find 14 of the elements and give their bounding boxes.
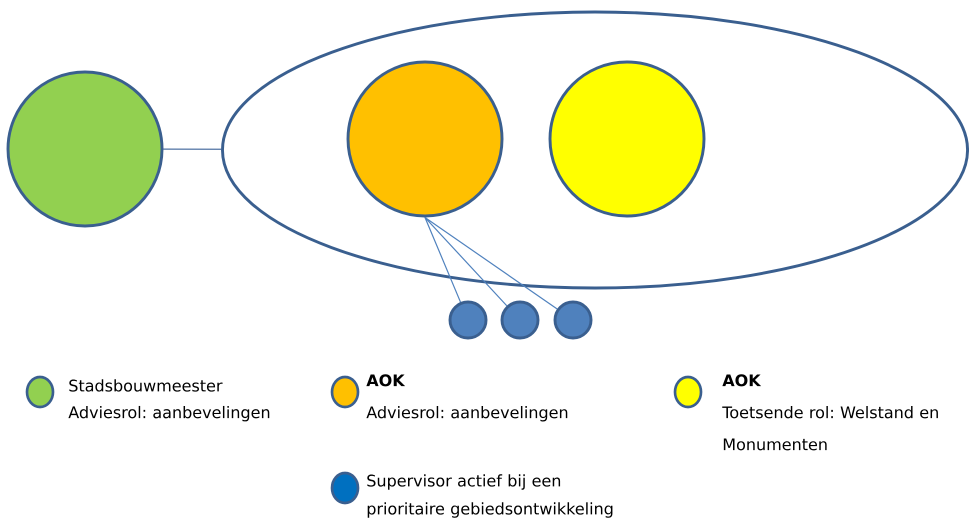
circle-node <box>548 60 706 218</box>
circle-node <box>6 70 164 228</box>
connector-line <box>163 148 222 150</box>
legend-text: Supervisor actief bij een prioritaire gebiedsontwikkeling <box>367 474 612 518</box>
legend-text: AOK Adviesrol: aanbevelingen <box>366 374 568 422</box>
circle-node <box>346 60 504 218</box>
circle-node <box>500 300 540 340</box>
circle-node <box>448 300 488 340</box>
connector-line <box>424 216 558 310</box>
legend-text: AOK Toetsende rol: Welstand en Monumenten <box>722 374 938 450</box>
circle-node <box>554 300 592 340</box>
legend-text: Stadsbouwmeester Adviesrol: aanbevelingen <box>68 379 270 422</box>
connector-line <box>424 217 462 302</box>
connector-line <box>424 217 508 306</box>
